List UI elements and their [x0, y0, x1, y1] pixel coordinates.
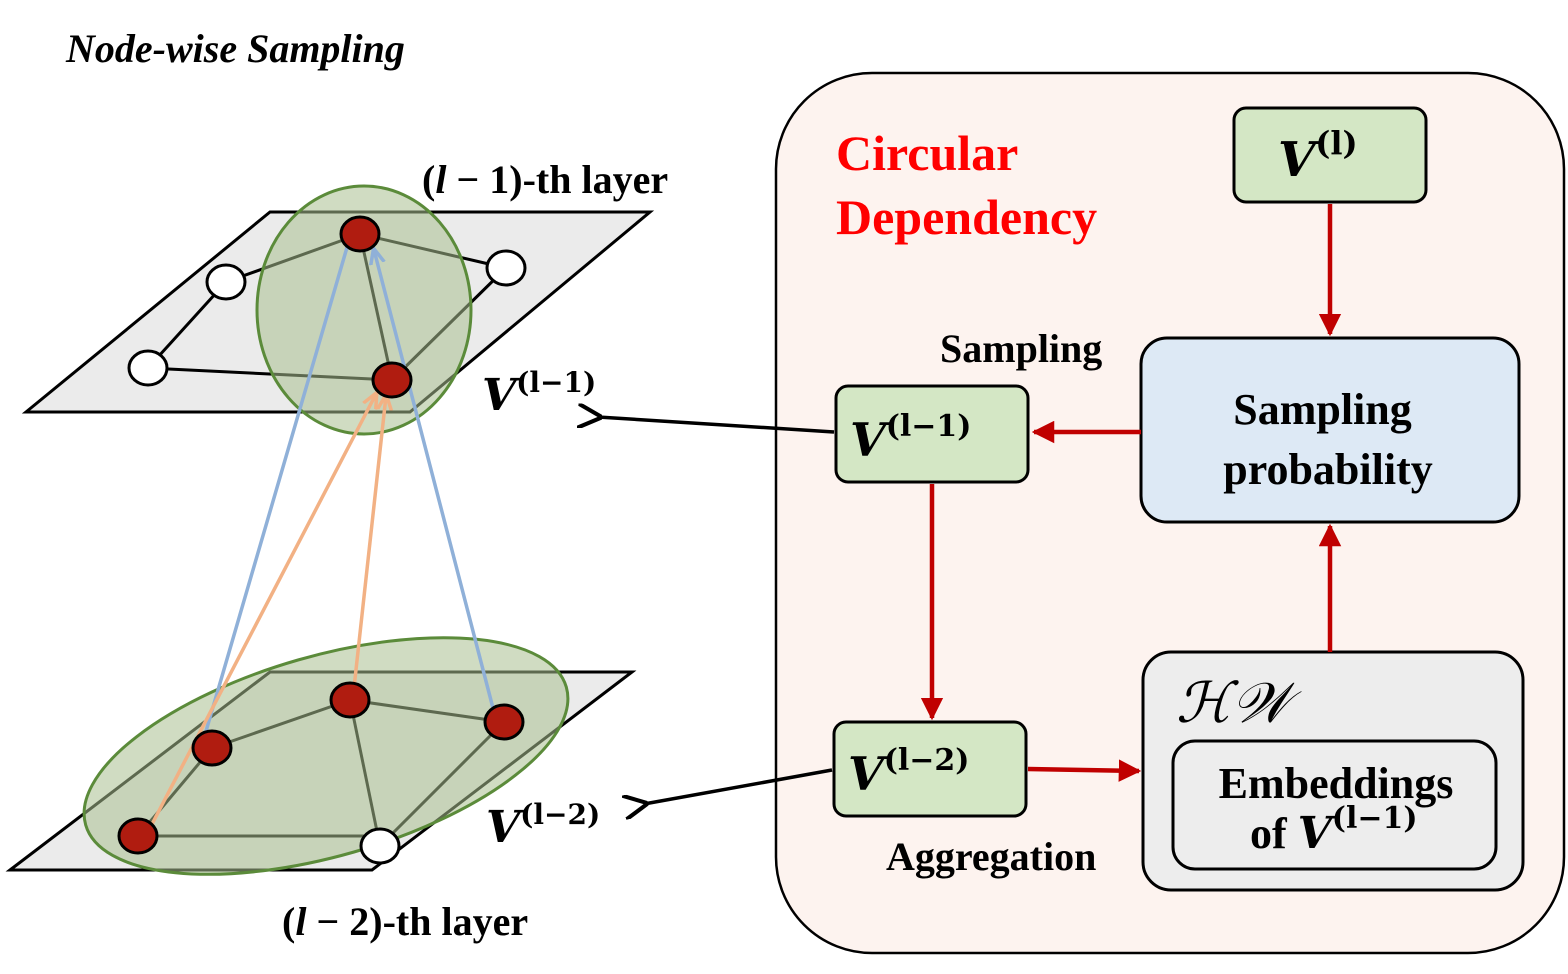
graph-node — [117, 817, 159, 855]
graph-node — [485, 249, 527, 287]
arrow-box-to-lower-set — [644, 768, 833, 804]
arrow-box-to-upper-set — [598, 417, 835, 434]
upper-nodes — [127, 215, 527, 399]
aggregation-label: Aggregation — [886, 834, 1096, 879]
mapping-arrows — [598, 417, 835, 804]
graph-node — [191, 729, 233, 767]
inter-layer-edges — [148, 243, 496, 829]
graph-node — [205, 263, 247, 301]
graph-node — [359, 827, 401, 865]
embeddings-box — [1171, 739, 1498, 871]
panel-heading: Circular Dependency — [836, 125, 1097, 245]
embeddings-line1: Embeddings — [1219, 759, 1454, 808]
upper-layer-label: (l − 1)-th layer — [422, 157, 668, 202]
graph-node — [329, 681, 371, 719]
upper-set-label: V(l−1) — [482, 366, 596, 421]
arrow-vl2-to-hw — [1027, 759, 1142, 782]
lower-nodes — [117, 681, 525, 865]
graph-node — [483, 703, 525, 741]
graph-node — [339, 215, 381, 253]
v-l-minus-2-box — [832, 720, 1028, 818]
graph-node — [127, 349, 169, 387]
graph-node — [371, 361, 413, 399]
diagram-title: Node-wise Sampling — [65, 26, 405, 71]
sampling-label: Sampling — [940, 326, 1102, 371]
v-l-box — [1232, 106, 1428, 204]
lower-layer-label: (l − 2)-th layer — [282, 899, 528, 944]
hw-label: ℋ𝒲 — [1176, 671, 1302, 736]
v-l-box-label: V(l) — [1278, 124, 1358, 188]
embeddings-line2: of V(l−1) — [1250, 801, 1418, 859]
v-l-minus-2-box-label: V(l−2) — [848, 743, 970, 801]
lower-sampled-ellipse — [82, 636, 570, 876]
lower-set-label: V(l−2) — [486, 798, 600, 853]
v-l-minus-1-box — [834, 384, 1030, 484]
sampling-probability-label: Sampling probability — [1223, 385, 1432, 494]
v-l-minus-1-box-label: V(l−1) — [850, 409, 972, 467]
dependency-arrows — [920, 204, 1342, 782]
